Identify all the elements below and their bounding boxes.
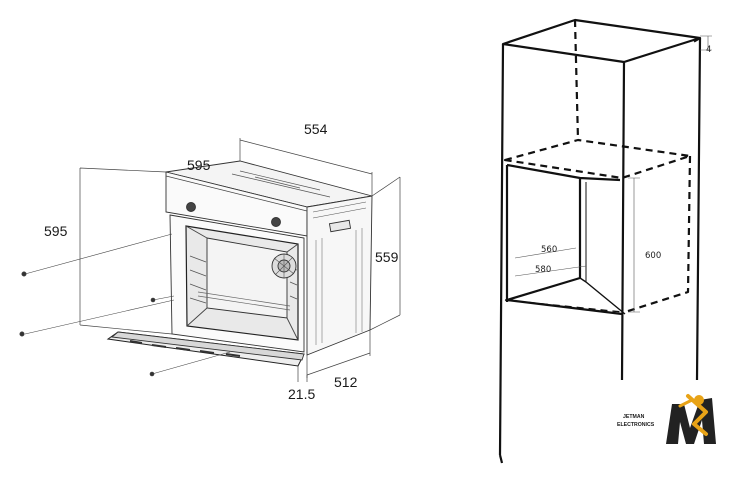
- dim-height-front: 595: [44, 223, 68, 239]
- niche-dimension-lines: [514, 35, 712, 313]
- oven-rack: [197, 291, 291, 311]
- oven-top-vent: [231, 170, 331, 198]
- jetman-logo-line1: JETMAN: [623, 414, 645, 420]
- niche-drawing: [498, 18, 702, 464]
- jetman-logo-mark: [666, 394, 716, 444]
- niche-hidden-edges: [573, 19, 701, 141]
- dim-depth-inner: 560: [541, 245, 557, 255]
- dim-width-top: 554: [304, 121, 328, 137]
- fixing-screws: [19, 233, 231, 377]
- jetman-logo: JETMAN ELECTRONICS: [617, 394, 716, 444]
- dim-depth-outer: 580: [535, 265, 551, 275]
- jetman-logo-line2: ELECTRONICS: [617, 422, 655, 428]
- niche-compartment-right: [624, 155, 692, 314]
- cavity-back: [206, 237, 288, 319]
- dim-height-side: 559: [375, 249, 399, 265]
- niche-top: [501, 18, 702, 64]
- dim-width-front: 595: [187, 157, 211, 173]
- niche-compartment-top: [503, 138, 692, 180]
- oven-dimension-labels: 554 595 595 559 512 21.5: [44, 121, 399, 402]
- dim-door-offset: 21.5: [288, 386, 315, 402]
- door-handle-slots: [129, 340, 241, 357]
- niche-compartment-bottom: [505, 298, 623, 316]
- control-knob-right: [271, 217, 281, 227]
- oven-drawing: [19, 160, 373, 377]
- control-knob-left: [186, 202, 196, 212]
- niche-outer-edges: [498, 37, 702, 464]
- dim-top-gap: 4: [706, 45, 711, 55]
- niche-compartment-inner: [505, 163, 621, 302]
- niche-dimension-labels: 4 560 580 600: [535, 45, 711, 275]
- dim-height-opening: 600: [645, 251, 661, 261]
- dim-depth: 512: [334, 374, 358, 390]
- oven-dimension-lines: [79, 138, 401, 382]
- side-rail: [328, 219, 352, 233]
